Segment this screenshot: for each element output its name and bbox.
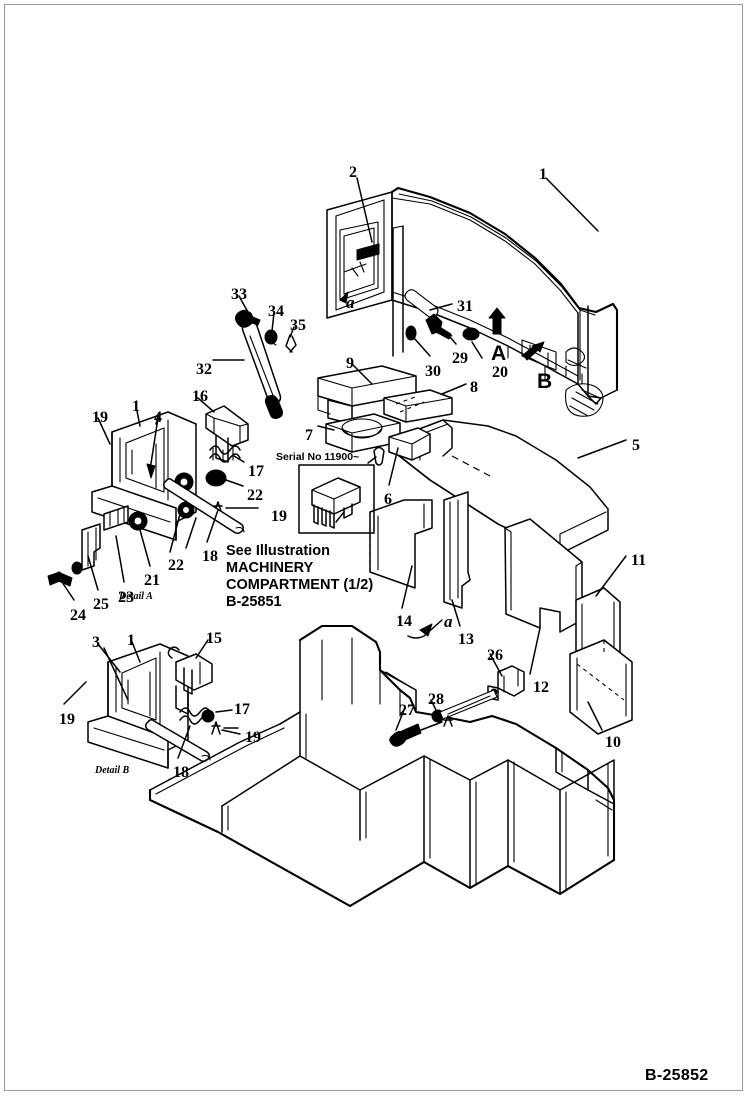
part-10-panel — [569, 639, 633, 735]
callout-number: 1 — [539, 166, 547, 183]
sub-a-top: a — [346, 293, 355, 312]
reference-note-line3: COMPARTMENT (1/2) — [226, 576, 374, 593]
part-2-bracket — [356, 243, 380, 261]
part-29-bolt — [425, 313, 453, 340]
callout-number: 32 — [196, 361, 212, 378]
callout-number: 27 — [399, 702, 415, 719]
callout-number: 17 — [248, 463, 264, 480]
part-13-panel — [443, 491, 471, 609]
section-arrow-b — [522, 341, 545, 361]
reference-note-line2: MACHINERY — [226, 559, 314, 576]
callout-number: 18 — [202, 548, 218, 565]
reference-note-line1: See Illustration — [226, 543, 330, 559]
callout-number: 31 — [457, 298, 473, 315]
part-30-washer — [405, 325, 417, 341]
part-34-bushing — [264, 329, 278, 346]
callout-number: 3 — [92, 634, 100, 651]
detail-a-label: Detail A — [119, 591, 153, 602]
callout-number: 30 — [425, 363, 441, 380]
detail-b-label: Detail B — [95, 765, 130, 776]
callout-number: 19 — [271, 508, 287, 525]
callout-number: 29 — [452, 350, 468, 367]
callout-number: 4 — [154, 409, 162, 426]
callout-number: 20 — [492, 364, 508, 381]
machine-body — [148, 624, 616, 908]
serial-number-note: Serial No 11900~ — [276, 451, 360, 463]
callout-number: 19 — [59, 711, 75, 728]
part-6-panel — [388, 427, 431, 461]
section-arrow-a — [488, 307, 506, 335]
callout-number: 21 — [144, 572, 160, 589]
callout-number: 25 — [93, 596, 109, 613]
part-35-clip — [285, 334, 297, 353]
callout-number: 8 — [470, 379, 478, 396]
reference-note: See Illustration MACHINERY COMPARTMENT (… — [226, 543, 373, 611]
detail-b-group — [87, 643, 239, 769]
callout-number: 6 — [384, 491, 392, 508]
callout-number: 18 — [173, 764, 189, 781]
part-14-panel — [369, 499, 433, 589]
part-12-panel — [504, 518, 583, 633]
callout-number: 14 — [396, 613, 412, 630]
assembly-guide — [395, 395, 425, 413]
part-20-nut — [462, 327, 480, 341]
callout-number: 9 — [346, 355, 354, 372]
callout-number: 19 — [92, 409, 108, 426]
part-31-pin — [404, 289, 439, 318]
callout-number: 22 — [247, 487, 263, 504]
callout-number: 1 — [127, 632, 135, 649]
leader-lines — [61, 177, 627, 759]
callout-number: 11 — [631, 552, 647, 569]
callout-number: 26 — [487, 647, 503, 664]
part-1-hood — [326, 186, 619, 417]
part-19-clip-body — [443, 715, 453, 727]
callout-number: 15 — [206, 630, 222, 647]
callout-number: 1 — [132, 398, 140, 415]
callout-number: 34 — [268, 303, 284, 320]
callout-number: 5 — [632, 437, 640, 454]
part-26-rod — [439, 689, 498, 720]
drawing-number: B-25852 — [645, 1067, 709, 1084]
callout-number: 19 — [245, 729, 261, 746]
detail-a-arrow-top — [339, 261, 367, 304]
callout-number: 35 — [290, 317, 306, 334]
section-arrow-label-b: B — [537, 370, 553, 393]
callout-number: 16 — [192, 388, 208, 405]
sub-a-mid: a — [444, 612, 453, 631]
callout-number: 2 — [349, 164, 357, 181]
callout-number: 24 — [70, 607, 86, 624]
callout-number: 17 — [234, 701, 250, 718]
callout-number: 10 — [605, 734, 621, 751]
callout-number: 22 — [168, 557, 184, 574]
section-arrow-label-a: A — [491, 342, 507, 365]
hood-support-post — [392, 225, 404, 357]
part-27-bolt — [389, 721, 443, 747]
callout-number: 23 — [118, 589, 134, 606]
part-8-pad — [383, 389, 453, 423]
part-32-strut — [241, 311, 283, 419]
callout-number: 13 — [458, 631, 474, 648]
callout-number: 33 — [231, 286, 247, 303]
reference-note-line4: B-25851 — [226, 593, 282, 610]
callout-number: 28 — [428, 691, 444, 708]
callout-number: 7 — [305, 427, 313, 444]
detail-a-group — [47, 405, 259, 587]
callout-number: 12 — [533, 679, 549, 696]
serial-detail-box — [298, 464, 375, 534]
serial-arrow — [373, 446, 385, 466]
